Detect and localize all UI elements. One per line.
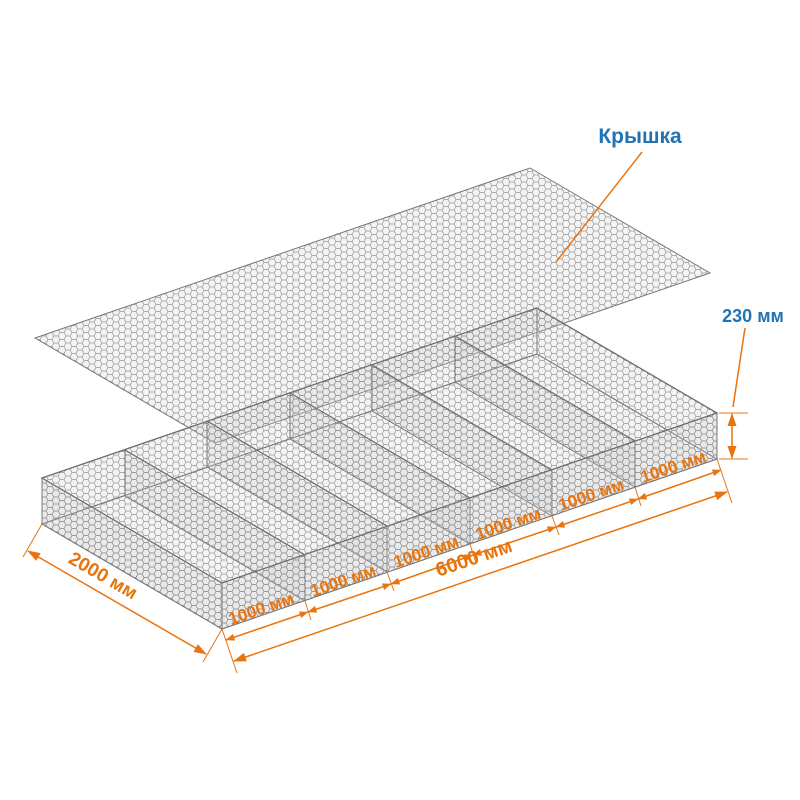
- height-dimension-label: 230 мм: [722, 306, 784, 326]
- divider-top-edge: [289, 392, 471, 499]
- length-dimension-line: [233, 491, 728, 662]
- dimension-annotations: [22, 151, 748, 674]
- width-dimension-line: [27, 550, 207, 655]
- cell-extension-line: [716, 458, 733, 504]
- width-extension-line: [22, 523, 43, 558]
- lid-leader-line: [555, 151, 643, 263]
- lid-label: Крышка: [598, 125, 682, 148]
- width-extension-line: [202, 628, 223, 663]
- cell-extension-line: [634, 486, 642, 507]
- cell-extension-line: [551, 515, 560, 536]
- lid-mesh: [33, 167, 712, 444]
- height-leader-line: [732, 327, 746, 408]
- cell-extension-line: [386, 571, 395, 592]
- cell-extension-line: [221, 628, 238, 674]
- box-top-rim: [40, 307, 719, 584]
- divider-top-edge: [454, 335, 636, 442]
- cell-extension-line: [304, 600, 312, 621]
- lid-panel: [33, 167, 712, 444]
- divider-top-edge: [371, 364, 553, 471]
